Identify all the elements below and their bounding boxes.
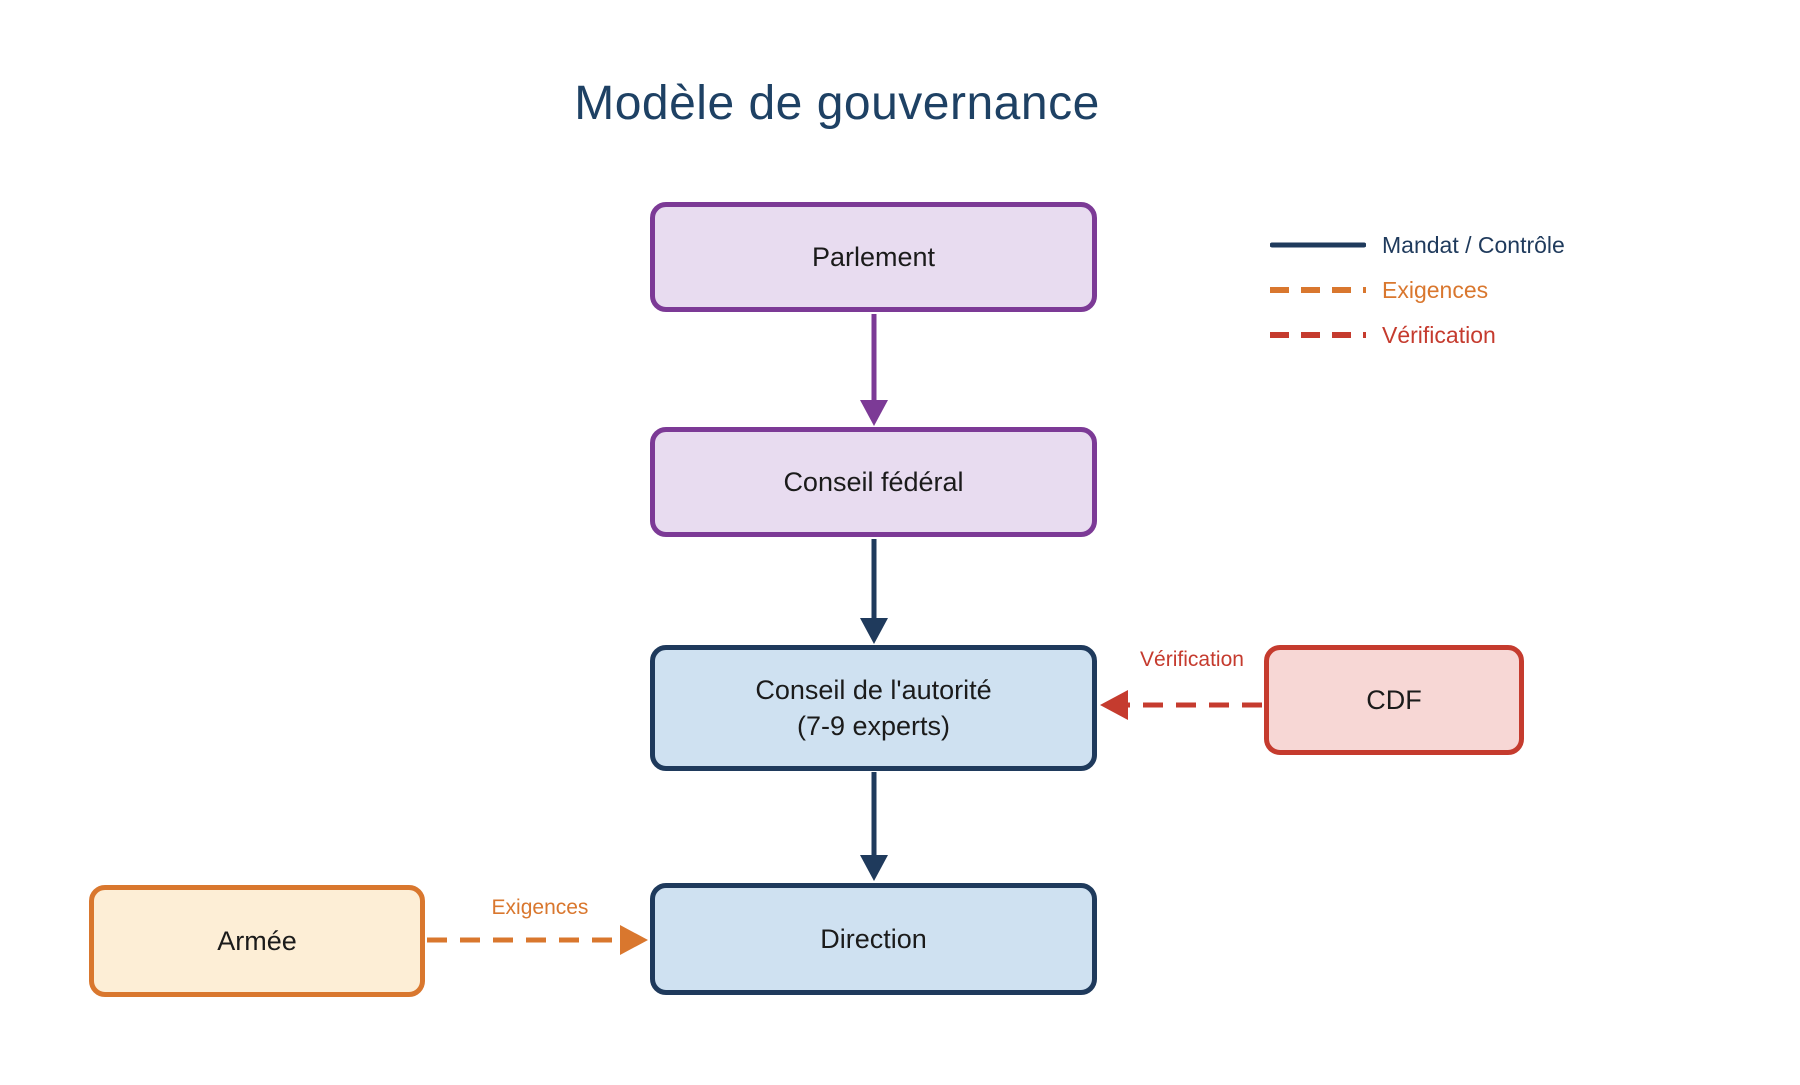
node-conseil-federal: Conseil fédéral <box>650 427 1097 537</box>
node-conseil-federal-label: Conseil fédéral <box>783 466 964 497</box>
arrow-conseil-federal-to-autorite <box>860 539 888 644</box>
legend-dashed-line-orange-icon <box>1270 287 1366 293</box>
legend-solid-line-icon <box>1270 242 1366 248</box>
arrow-parlement-to-conseil-federal <box>860 314 888 426</box>
legend-dashed-line-red-icon <box>1270 332 1366 338</box>
node-direction: Direction <box>650 883 1097 995</box>
legend-item-verification: Vérification <box>1270 322 1565 348</box>
node-armee: Armée <box>89 885 425 997</box>
legend-item-exigences: Exigences <box>1270 277 1565 303</box>
node-direction-label: Direction <box>820 923 927 954</box>
arrow-armee-to-direction <box>427 925 648 955</box>
edge-label-verification: Vérification <box>1140 648 1244 671</box>
node-cdf-label: CDF <box>1366 684 1422 715</box>
diagram-title: Modèle de gouvernance <box>574 77 1100 130</box>
legend-label-mandat-controle: Mandat / Contrôle <box>1382 231 1565 258</box>
legend-label-verification: Vérification <box>1382 321 1496 348</box>
legend-item-mandat-controle: Mandat / Contrôle <box>1270 232 1565 258</box>
edge-label-exigences: Exigences <box>491 896 589 919</box>
arrow-cdf-to-autorite <box>1100 690 1262 720</box>
node-conseil-autorite: Conseil de l'autorité (7-9 experts) <box>650 645 1097 771</box>
arrow-autorite-to-direction <box>860 772 888 881</box>
node-parlement-label: Parlement <box>811 241 936 272</box>
node-conseil-autorite-label-line1: Conseil de l'autorité <box>755 674 992 705</box>
node-armee-label: Armée <box>217 925 297 956</box>
node-cdf: CDF <box>1264 645 1524 755</box>
node-conseil-autorite-label-line2: (7-9 experts) <box>796 711 951 741</box>
legend: Mandat / Contrôle Exigences Vérification <box>1270 232 1565 367</box>
node-parlement: Parlement <box>650 202 1097 312</box>
legend-label-exigences: Exigences <box>1382 276 1489 303</box>
